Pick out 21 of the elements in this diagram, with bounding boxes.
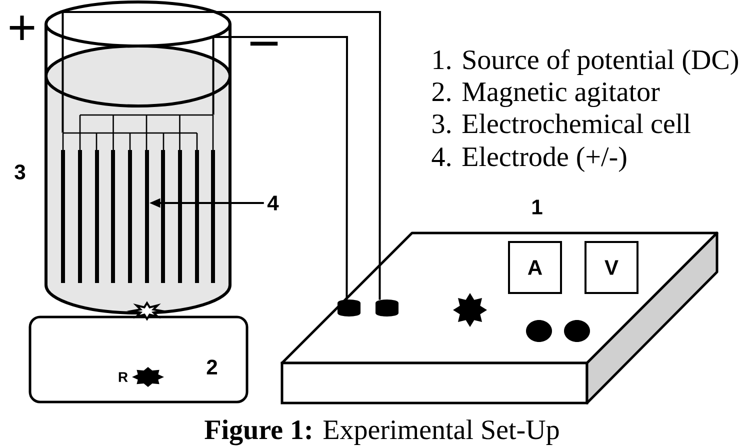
electrode-busbar	[62, 132, 198, 151]
knob-label: R	[118, 372, 128, 382]
key-item: 4. Electrode (+/-)	[432, 146, 626, 172]
figure-caption: Figure 1: Experimental Set-Up	[204, 420, 559, 446]
terminal	[376, 300, 398, 316]
power-supply-box	[280, 232, 718, 404]
electrode-busbar	[79, 114, 214, 151]
key-item: 2. Magnetic agitator	[432, 82, 660, 108]
callout-number: 1	[532, 200, 542, 214]
terminal	[338, 300, 360, 316]
meter-box: A	[508, 241, 562, 294]
wire	[212, 36, 348, 300]
minus-sign: −	[250, 42, 278, 46]
callout-number: 3	[14, 164, 26, 180]
meter-box: V	[584, 241, 638, 294]
plus-sign: +	[10, 16, 34, 40]
key-item: 3. Electrochemical cell	[432, 114, 690, 134]
wire	[62, 11, 381, 300]
key-item: 1. Source of potential (DC)	[434, 49, 738, 75]
callout-number: 2	[206, 360, 218, 374]
callout-number: 4	[267, 196, 279, 210]
